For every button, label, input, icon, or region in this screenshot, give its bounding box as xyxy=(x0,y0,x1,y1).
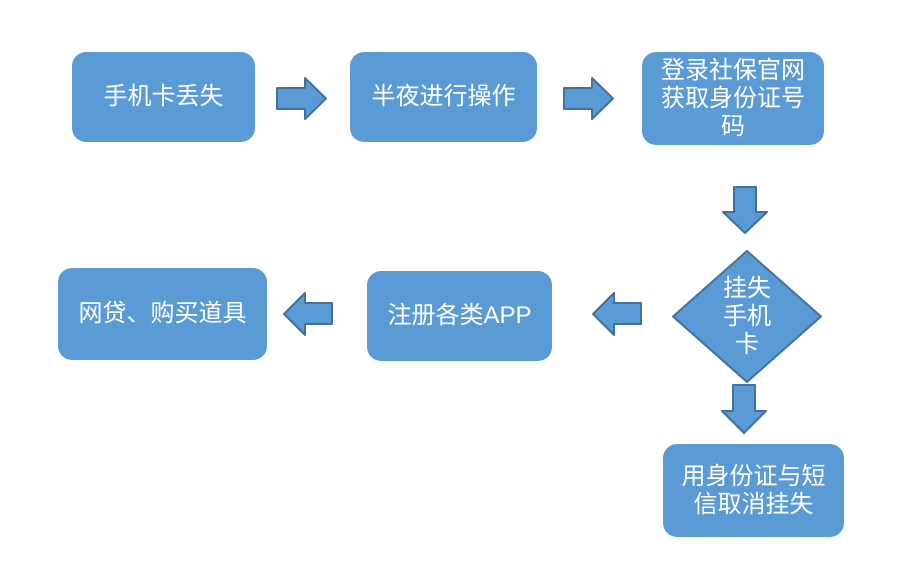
arrow-right-icon xyxy=(563,77,614,120)
flow-node-lost-sim: 手机卡丢失 xyxy=(72,52,255,142)
arrow-right-icon xyxy=(276,77,327,120)
flow-node-loans-props: 网贷、购买道具 xyxy=(58,268,267,360)
flow-node-label: 手机卡丢失 xyxy=(103,83,224,110)
diamond-shape xyxy=(672,250,822,383)
flow-node-label: 半夜进行操作 xyxy=(371,83,516,110)
flow-node-label: 注册各类APP xyxy=(387,302,532,329)
arrow-left-icon xyxy=(283,292,333,336)
flow-node-label: 登录社保官网获取身份证号码 xyxy=(661,56,805,140)
flow-node-register-app: 注册各类APP xyxy=(367,271,552,361)
arrow-left-icon xyxy=(592,292,642,336)
flow-node-midnight-op: 半夜进行操作 xyxy=(350,52,537,142)
arrow-down-icon xyxy=(721,384,767,434)
flow-node-label: 网贷、购买道具 xyxy=(78,300,247,327)
flow-node-cancel-loss: 用身份证与短信取消挂失 xyxy=(663,444,844,537)
flow-node-report-loss: 挂失手机卡 xyxy=(672,250,822,383)
arrow-down-icon xyxy=(722,186,768,234)
flow-node-login-social: 登录社保官网获取身份证号码 xyxy=(642,52,824,145)
flow-node-label: 用身份证与短信取消挂失 xyxy=(681,462,826,518)
flow-node-label: 挂失手机卡 xyxy=(723,274,771,358)
